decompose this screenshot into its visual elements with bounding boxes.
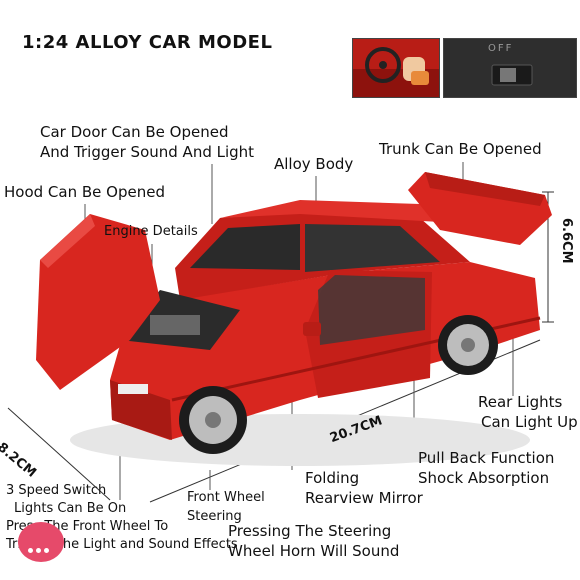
horn-label: Pressing The Steering Wheel Horn Will So… bbox=[228, 522, 400, 560]
switch-thumbnail: OFF bbox=[443, 38, 577, 98]
height-dimension: 6.6CM bbox=[559, 218, 574, 264]
switch-image bbox=[444, 39, 576, 97]
alloy-body-label: Alloy Body bbox=[274, 155, 354, 173]
rear-lights-label: Rear Lights Can Light Up bbox=[478, 393, 578, 431]
switch-off-label: OFF bbox=[488, 43, 514, 54]
door-label: Car Door Can Be Opened And Trigger Sound… bbox=[40, 123, 255, 161]
hood-label: Hood Can Be Opened bbox=[4, 183, 165, 201]
front-wheel-label: Front Wheel Steering bbox=[187, 490, 265, 524]
page-title: 1:24 ALLOY CAR MODEL bbox=[22, 32, 273, 53]
interior-image bbox=[353, 39, 439, 97]
interior-thumbnail bbox=[352, 38, 440, 98]
pullback-label: Pull Back Function Shock Absorption bbox=[418, 449, 555, 487]
chat-icon bbox=[28, 538, 52, 557]
folding-mirror-label: Folding Rearview Mirror bbox=[305, 469, 423, 507]
engine-label: Engine Details bbox=[104, 224, 198, 239]
trunk-label: Trunk Can Be Opened bbox=[379, 140, 542, 158]
chat-button[interactable] bbox=[18, 522, 64, 562]
